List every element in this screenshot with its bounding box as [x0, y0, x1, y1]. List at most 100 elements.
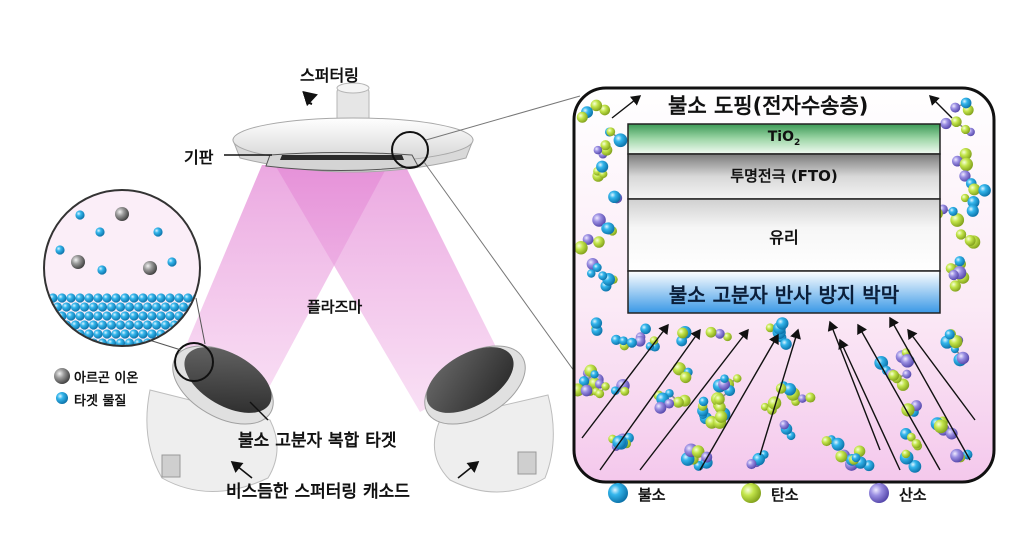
- atom: [714, 401, 726, 414]
- layer-glass: 유리: [769, 228, 799, 247]
- target-atom: [151, 302, 162, 312]
- atom: [779, 420, 789, 430]
- target-atom: [138, 329, 148, 339]
- argon-ion: [71, 255, 85, 269]
- composite-target-label: 불소 고분자 복합 타겟: [238, 431, 397, 451]
- target-atom: [115, 302, 126, 312]
- atom: [908, 459, 922, 473]
- target-atom: [160, 320, 171, 330]
- carbon-legend-dot: [741, 483, 761, 503]
- atom: [599, 104, 611, 116]
- target-atom: [147, 311, 157, 321]
- atom: [601, 382, 610, 391]
- atom: [933, 419, 948, 434]
- flux-arrow: [827, 320, 881, 451]
- atom: [672, 362, 686, 376]
- substrate-label: 기판: [184, 148, 214, 167]
- argon-ion-legend-dot: [54, 368, 70, 384]
- atom: [950, 448, 964, 463]
- target-atom: [52, 338, 63, 346]
- target-atom: [120, 329, 130, 339]
- target-atom: [147, 293, 157, 303]
- target-atom: [75, 311, 85, 321]
- zoom-marker-cathode: [174, 342, 214, 382]
- target-atom: [156, 311, 166, 321]
- target-atom: [174, 293, 184, 303]
- target-atom: [84, 329, 94, 339]
- atom: [595, 389, 605, 399]
- atom: [831, 437, 845, 451]
- atom: [798, 394, 807, 403]
- flux-arrow: [907, 328, 976, 421]
- atom: [593, 236, 605, 248]
- atom: [906, 432, 916, 442]
- atom: [783, 383, 797, 396]
- atom: [776, 317, 789, 330]
- atom: [608, 190, 621, 204]
- atom: [664, 398, 675, 409]
- sputtered-atom: [153, 227, 163, 237]
- flux-arrow: [639, 328, 749, 471]
- atom: [598, 271, 608, 281]
- atom: [705, 326, 717, 338]
- atom: [955, 229, 967, 240]
- target-atom: [124, 320, 135, 330]
- atom: [613, 133, 628, 148]
- atom: [775, 383, 787, 394]
- cathode-right: [424, 345, 554, 493]
- atom: [805, 392, 816, 403]
- atom: [611, 334, 622, 345]
- atom: [714, 328, 725, 339]
- flux-arrow: [699, 333, 779, 471]
- atom: [960, 124, 971, 135]
- atom: [835, 450, 848, 463]
- atom: [978, 184, 991, 197]
- atom: [590, 317, 603, 329]
- atom: [951, 116, 962, 128]
- atom: [723, 332, 732, 342]
- flux-arrow: [889, 316, 971, 461]
- layer-ar-film: 불소 고분자 반사 방지 박막: [668, 283, 900, 307]
- atom: [720, 374, 729, 383]
- atom: [948, 269, 959, 281]
- atom: [888, 370, 900, 381]
- fluorine-legend-dot: [608, 483, 628, 503]
- target-atom: [57, 329, 67, 339]
- target-atom: [129, 329, 139, 339]
- target-atom: [142, 320, 153, 330]
- flux-arrow: [857, 323, 941, 471]
- flux-arrow: [599, 328, 701, 471]
- atom: [590, 370, 599, 379]
- atom: [945, 427, 958, 440]
- target-atom: [48, 311, 58, 321]
- target-atom: [111, 329, 121, 339]
- argon-ion: [143, 261, 157, 275]
- atom: [940, 117, 952, 130]
- target-atom: [102, 311, 112, 321]
- atom: [592, 213, 606, 227]
- target-pointer: [249, 401, 269, 421]
- cathode-pointer-right: [457, 461, 480, 479]
- atom: [649, 336, 659, 345]
- atom: [691, 445, 705, 458]
- target-atom: [102, 293, 112, 303]
- target-atom: [97, 320, 108, 330]
- target-atom: [115, 320, 126, 330]
- target-atom: [44, 329, 49, 339]
- sputtered-atom: [55, 245, 65, 255]
- target-atom: [129, 311, 139, 321]
- atom: [578, 376, 590, 387]
- target-atom: [66, 293, 76, 303]
- atom: [902, 369, 912, 379]
- atom: [580, 384, 593, 397]
- atom: [610, 386, 620, 396]
- target-atom: [133, 320, 144, 330]
- atom: [901, 449, 911, 459]
- atom: [676, 335, 688, 347]
- flux-arrow: [581, 323, 669, 439]
- target-atom: [44, 320, 54, 330]
- legend-oxygen-label: 산소: [899, 486, 927, 504]
- target-atom: [178, 302, 189, 312]
- atom: [954, 256, 965, 267]
- target-atom: [156, 293, 166, 303]
